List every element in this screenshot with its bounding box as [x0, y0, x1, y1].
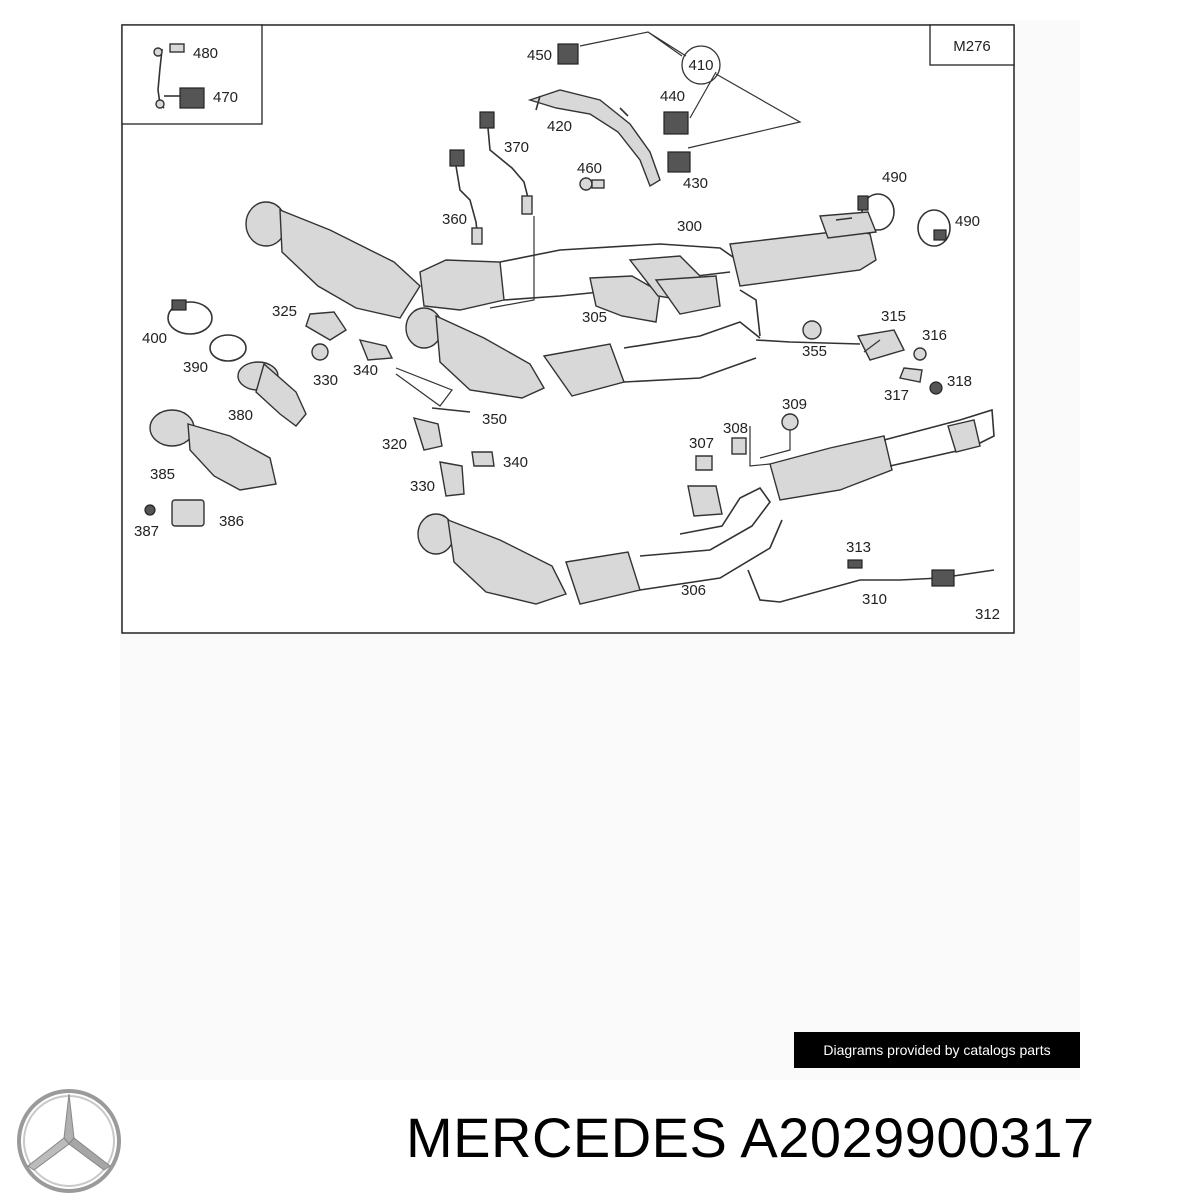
callout-312: 312 [975, 606, 1000, 623]
diagram-frame [121, 24, 1015, 634]
callout-355: 355 [802, 343, 827, 360]
callout-313: 313 [846, 539, 871, 556]
callout-490-a: 490 [882, 169, 907, 186]
callout-387: 387 [134, 523, 159, 540]
callout-340-b: 340 [503, 454, 528, 471]
callout-420: 420 [547, 118, 572, 135]
catalytic-converters-drawing [405, 289, 861, 399]
callout-318: 318 [947, 373, 972, 390]
callout-370: 370 [504, 139, 529, 156]
callout-380: 380 [228, 407, 253, 424]
gaskets-305-drawing [589, 255, 721, 323]
callout-386: 386 [219, 513, 244, 530]
callout-340-a: 340 [353, 362, 378, 379]
left-loose-parts-drawing [144, 299, 394, 527]
bracket-480-470-drawing [153, 43, 205, 109]
callout-470: 470 [213, 89, 238, 106]
callout-400: 400 [142, 330, 167, 347]
callout-460: 460 [577, 160, 602, 177]
callout-350: 350 [482, 411, 507, 428]
callout-410: 410 [688, 57, 713, 74]
callout-430: 430 [683, 175, 708, 192]
exhaust-diagram: M276 [121, 24, 1015, 634]
callout-360: 360 [442, 211, 467, 228]
model-code: M276 [953, 38, 991, 55]
callout-306: 306 [681, 582, 706, 599]
callout-316: 316 [922, 327, 947, 344]
callout-385: 385 [150, 466, 175, 483]
callout-325: 325 [272, 303, 297, 320]
oxygen-sensors-drawing [449, 111, 535, 309]
model-code-box [929, 24, 1015, 66]
callout-317: 317 [884, 387, 909, 404]
part-number-title: MERCEDES A2029900317 [406, 1106, 1095, 1169]
callout-330-a: 330 [313, 372, 338, 389]
callout-307: 307 [689, 435, 714, 452]
middle-loose-parts-drawing [395, 320, 943, 497]
callout-320: 320 [382, 436, 407, 453]
temperature-sensor-310-drawing [747, 559, 995, 603]
callout-315: 315 [881, 308, 906, 325]
diagram-panel: M276 [121, 24, 1015, 634]
callout-309: 309 [782, 396, 807, 413]
callout-330-b: 330 [410, 478, 435, 495]
callout-308: 308 [723, 420, 748, 437]
lower-pipe-306-drawing [417, 408, 995, 605]
callout-450: 450 [527, 47, 552, 64]
callout-480: 480 [193, 45, 218, 62]
mercedes-star-icon [17, 1089, 121, 1193]
callout-440: 440 [660, 88, 685, 105]
heat-shield-drawing [527, 31, 802, 191]
callout-305: 305 [582, 309, 607, 326]
callout-390: 390 [183, 359, 208, 376]
inset-box [121, 24, 263, 125]
callout-490-b: 490 [955, 213, 980, 230]
callout-310: 310 [862, 591, 887, 608]
credit-badge: Diagrams provided by catalogs parts [794, 1032, 1080, 1068]
callout-300: 300 [677, 218, 702, 235]
